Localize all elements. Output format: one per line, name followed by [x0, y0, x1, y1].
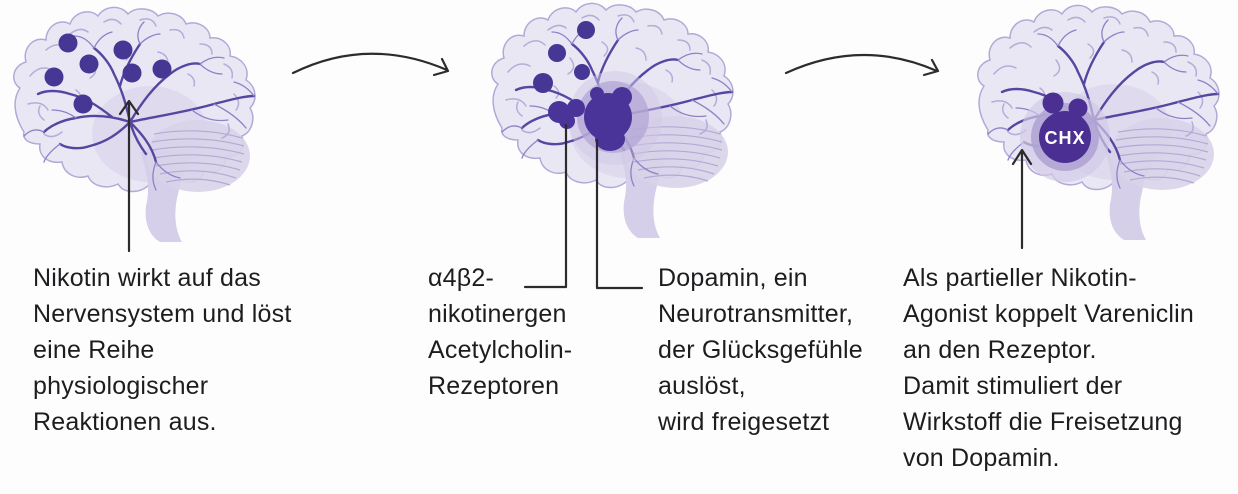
brain-illustration-vareniclin: CHX — [976, 4, 1221, 242]
caption-nicotine: Nikotin wirkt auf das Nervensystem und l… — [33, 264, 292, 436]
chx-ear-left — [1042, 92, 1064, 114]
brain-illustration-nicotine — [12, 6, 257, 244]
nicotine-dots — [533, 21, 595, 93]
receptor-blob — [584, 87, 632, 151]
curved-arrow-right-icon — [784, 53, 940, 77]
caption-receptor: α4β2- nikotinergen Acetylcholin- Rezepto… — [428, 264, 573, 400]
chx-badge-label: CHX — [1044, 128, 1085, 148]
caption-vareniclin: Als partieller Nikotin- Agonist koppelt … — [903, 264, 1195, 472]
nicotine-dots — [44, 33, 172, 114]
chx-molecule — [1039, 92, 1091, 163]
curved-arrow-right-icon — [291, 52, 450, 77]
brain-base — [12, 6, 257, 244]
caption-dopamin: Dopamin, ein Neurotransmitter, der Glück… — [658, 264, 863, 436]
brain-illustration-receptor — [490, 2, 735, 240]
chx-body — [1039, 111, 1091, 163]
